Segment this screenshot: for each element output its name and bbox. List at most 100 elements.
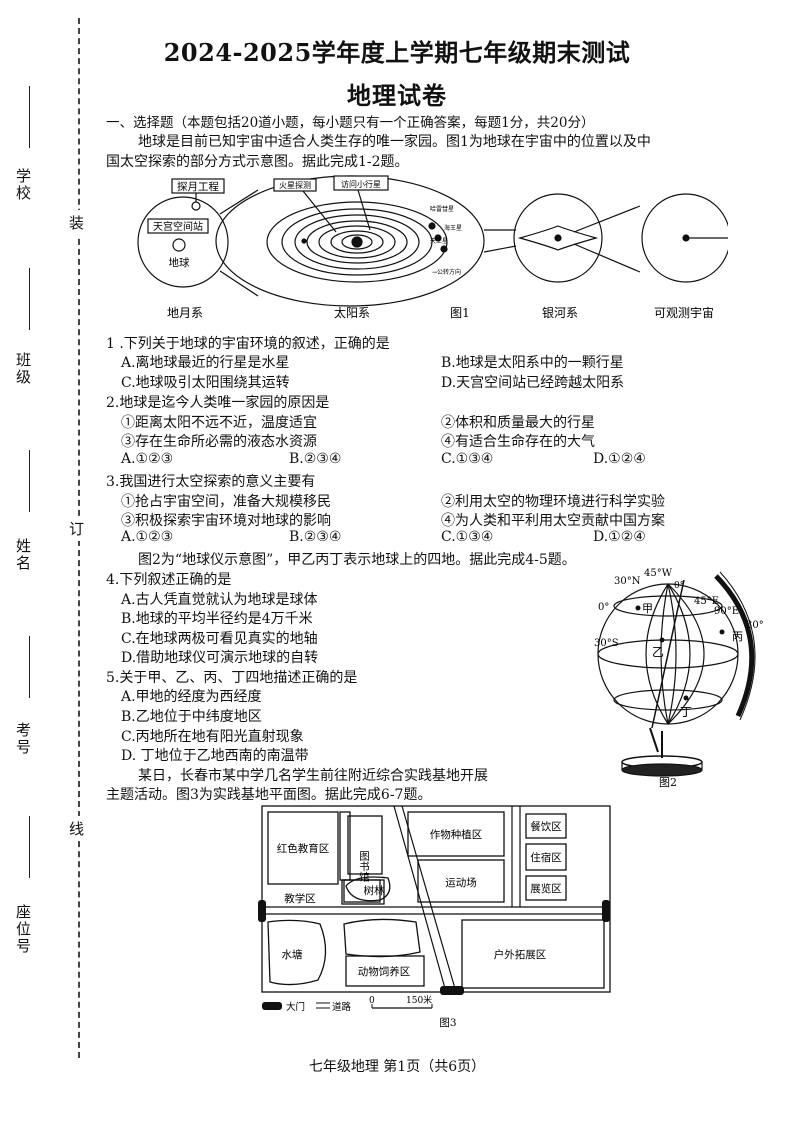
earth-icon [172,238,186,252]
q3-item-3: ③积极探索宇宙环境对地球的影响 [121,513,331,529]
figure-2-intro: 图2为“地球仪示意图”，甲乙丙丁表示地球上的四地。据此完成4-5题。 [138,552,576,568]
zone-red-education [267,811,339,885]
q5-option-d: D. 丁地位于乙地西南的南温带 [121,748,309,764]
point-bing [719,629,725,635]
label-box [171,178,225,194]
q2-item-1: ①距离太阳不远不近，温度适宜 [121,415,317,431]
label-animal: 动物饲养区 [358,965,411,978]
observable-universe-circle [641,193,728,283]
figure-3-base-map: 红色教育区 图书馆 作物种植区 运动场 餐饮区 住宿区 展览区 树林 教学区 水… [258,805,611,1029]
q5-option-c: C.丙地所在地有阳光直射现象 [121,729,304,745]
label-yi: 乙 [652,645,664,659]
q1-option-a: A.离地球最近的行星是水星 [121,355,290,371]
name-underline [29,268,30,330]
label-tiangong: 天宫空间站 [153,220,203,233]
zone-crop [407,811,505,857]
scale-150: 150米 [406,994,432,1006]
zone-grove [343,918,421,958]
question-4-stem: 4.下列叙述正确的是 [106,572,232,588]
label-library: 图书馆 [358,850,370,882]
name-underline [29,636,30,698]
cut-mark-xian: 线 [69,816,85,841]
question-3-stem: 3.我国进行太空探索的意义主要有 [106,474,316,490]
label-bing: 丙 [732,630,743,643]
intro-text: 地球是目前已知宇宙中适合人类生存的唯一家园。图1为地球在宇宙中的位置以及中 [138,134,651,150]
label-dining: 餐饮区 [530,820,562,833]
zone-exhibition [525,875,567,901]
label-30: 30° [746,620,764,631]
legend-gate-icon [262,1002,282,1010]
label-grove: 树林 [364,884,385,897]
zone-animal [345,955,425,987]
caption-observable-universe: 可观测宇宙 [654,305,714,320]
label-jia: 甲 [642,602,653,615]
label-crop: 作物种植区 [430,828,483,841]
label-orbit-direction: →公转方向 [432,268,461,276]
point-yi [659,637,665,643]
q4-option-c: C.在地球两极可看见真实的地轴 [121,631,318,647]
label-earth: 地球 [169,256,190,269]
label-0-lon: 0° [674,581,684,591]
label-sports: 运动场 [445,876,477,889]
q2-option-c: C.①③④ [441,451,494,467]
q5-option-b: B.乙地位于中纬度地区 [121,709,262,725]
sun-icon [351,236,363,248]
cut-mark-zhuang: 装 [69,210,85,235]
label-halley: 哈雷彗星 [430,205,454,213]
section-heading: 一、选择题（本题包括20道小题，每小题只有一个正确答案，每题1分，共20分） [106,115,595,131]
binding-label-name: 姓名 [14,538,32,572]
q3-option-c: C.①③④ [441,529,494,545]
exam-title: 2024-2025学年度上学期七年级期末测试 [163,38,631,67]
q2-option-a: A.①②③ [121,451,174,467]
binding-label-school: 学校 [14,168,32,202]
label-exhibition: 展览区 [530,882,562,895]
q3-option-a: A.①②③ [121,529,174,545]
q2-option-d: D.①②④ [593,451,646,467]
label-box [333,175,389,191]
caption-fig2: 图2 [659,776,677,789]
caption-earth-moon: 地月系 [167,306,203,320]
q1-option-c: C.地球吸引太阳围绕其运转 [121,375,290,391]
q2-item-2: ②体积和质量最大的行星 [441,415,595,431]
cut-mark-ding: 订 [69,516,85,541]
label-red-education: 红色教育区 [277,842,330,855]
page-footer: 七年级地理 第1页（共6页） [308,1059,486,1075]
question-5-stem: 5.关于甲、乙、丙、丁四地描述正确的是 [106,670,358,686]
zone-outdoor [461,919,605,989]
q2-item-4: ④有适合生命存在的大气 [441,434,595,450]
binding-label-seat: 座位号 [14,904,32,955]
label-fangwen: 访问小行星 [341,179,381,189]
label-45e: 45°E [694,596,719,607]
label-uranus: 天王星 [430,238,448,245]
gate-west [258,900,266,922]
q1-option-d: D.天宫空间站已经跨越太阳系 [441,375,625,391]
label-90e: 90°E [714,606,739,617]
name-underline [29,450,30,512]
q4-option-d: D.借助地球仪可演示地球的自转 [121,650,319,666]
name-underline [29,816,30,878]
legend-gate: 大门 [286,1001,305,1013]
label-30n: 30°N [614,576,641,587]
binding-label-class: 班级 [14,352,32,386]
question-2-stem: 2.地球是迄今人类唯一家园的原因是 [106,395,330,411]
label-box [273,178,317,192]
q2-option-b: B.②③④ [289,451,342,467]
galaxy-circle [513,193,603,283]
q3-option-d: D.①②④ [593,529,646,545]
figure-3-intro: 主题活动。图3为实践基地平面图。据此完成6-7题。 [106,787,432,803]
zone-dorm [525,843,567,871]
label-huoxing: 火星探测 [279,180,311,190]
q5-option-a: A.甲地的经度为西经度 [121,689,262,705]
name-underline [29,86,30,148]
label-30s: 30°S [594,638,619,649]
map-boundary [261,805,611,993]
legend-road: 道路 [332,1001,352,1013]
label-box [147,218,209,234]
intro-text: 国太空探索的部分方式示意图。据此完成1-2题。 [106,154,409,170]
moon-icon [191,201,201,211]
label-0-lat: 0° [598,602,609,613]
scale-0: 0 [369,996,375,1006]
gate-east [602,900,610,922]
label-45w: 45°W [644,568,673,579]
label-tanyue: 探月工程 [177,180,219,193]
